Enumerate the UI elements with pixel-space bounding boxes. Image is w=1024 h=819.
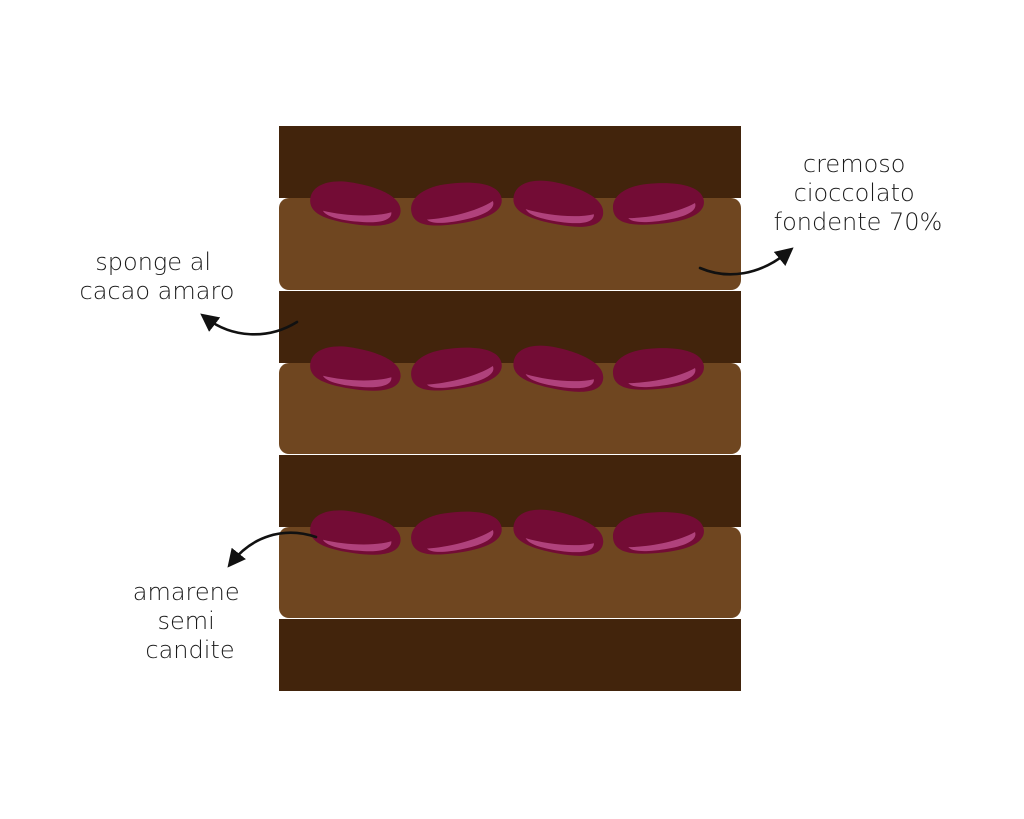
cherry-highlight xyxy=(525,209,594,224)
cream-label: cremoso cioccolato fondente 70% xyxy=(774,150,943,236)
cherries-label-line: semi xyxy=(158,607,215,635)
cherry xyxy=(310,510,401,555)
cherry xyxy=(310,181,401,226)
cherry-highlight xyxy=(322,210,392,223)
cherry xyxy=(513,345,604,392)
cherry xyxy=(513,180,604,227)
cherry-highlight xyxy=(322,375,392,388)
cherry xyxy=(613,183,704,225)
sponge-arrow xyxy=(200,313,299,336)
cherry xyxy=(411,347,502,391)
cherry-highlight xyxy=(628,368,696,388)
cherry xyxy=(411,511,502,555)
sponge-layer xyxy=(279,619,741,691)
cream-label-line: cioccolato xyxy=(794,179,915,207)
cherry xyxy=(613,512,704,554)
cherry-highlight xyxy=(628,203,696,223)
cherry-highlight xyxy=(426,530,494,552)
cherry-highlight xyxy=(426,201,494,223)
cream-arrow xyxy=(698,247,794,276)
cream-label-line: fondente 70% xyxy=(774,208,943,236)
cherries-label-line: candite xyxy=(145,636,234,664)
cherry xyxy=(613,348,704,390)
cherries-label: amarene semi candite xyxy=(133,578,248,664)
cherry-highlight xyxy=(525,538,594,553)
cherry-highlight xyxy=(628,532,696,552)
cherries xyxy=(310,180,704,556)
cherry xyxy=(513,509,604,556)
cherries-arrow xyxy=(227,531,318,568)
sponge-label-line: sponge al xyxy=(95,248,211,276)
cherry-highlight xyxy=(426,366,494,388)
cream-label-line: cremoso xyxy=(803,150,906,178)
cherry xyxy=(411,182,502,226)
sponge-label: sponge al cacao amaro xyxy=(80,248,235,305)
cherries-label-line: amarene xyxy=(133,578,240,606)
sponge-label-line: cacao amaro xyxy=(80,277,235,305)
cherry-highlight xyxy=(525,374,594,389)
cherry xyxy=(310,346,401,391)
cherry-highlight xyxy=(322,539,392,552)
